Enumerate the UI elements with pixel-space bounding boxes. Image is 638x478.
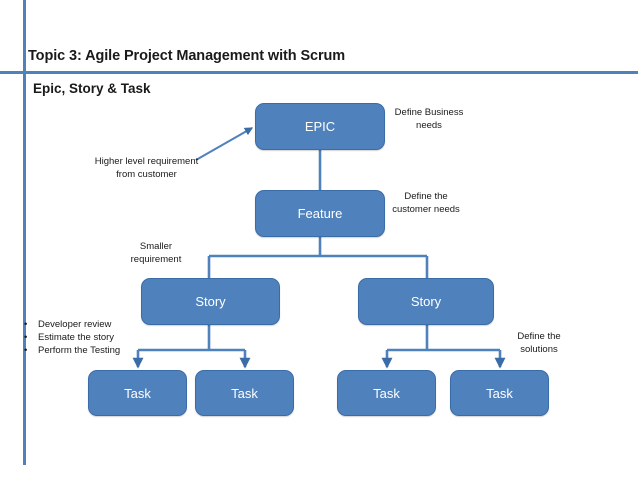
list-item: Developer review — [22, 318, 120, 331]
connector-callout-to-epic — [195, 127, 254, 161]
node-story-left-label: Story — [195, 294, 226, 309]
node-task-3[interactable]: Task — [337, 370, 436, 416]
node-task-1[interactable]: Task — [88, 370, 187, 416]
node-task-4[interactable]: Task — [450, 370, 549, 416]
node-epic-label: EPIC — [304, 119, 336, 134]
node-epic[interactable]: EPIC — [255, 103, 385, 150]
node-task-1-label: Task — [124, 385, 151, 401]
story-activity-bullet-list: Developer review Estimate the story Perf… — [22, 318, 120, 358]
node-story-right[interactable]: Story — [358, 278, 494, 325]
annotation-smaller-requirement: Smaller requirement — [130, 241, 182, 265]
section-heading: Epic, Story & Task — [33, 81, 151, 96]
left-accent-rule — [23, 0, 26, 465]
node-story-right-label: Story — [410, 294, 442, 309]
annotation-define-customer-needs: Define the customer needs — [392, 191, 460, 215]
annotation-define-business-needs: Define Business needs — [394, 107, 464, 131]
node-task-3-label: Task — [373, 385, 400, 401]
list-item: Perform the Testing — [22, 344, 120, 357]
node-task-2-label: Task — [231, 385, 258, 401]
list-item: Estimate the story — [22, 331, 120, 344]
node-task-4-label: Task — [486, 385, 513, 401]
page-title: Topic 3: Agile Project Management with S… — [28, 48, 346, 64]
node-feature-label: Feature — [297, 206, 343, 221]
node-story-left[interactable]: Story — [141, 278, 280, 325]
header-divider-rule — [0, 71, 638, 74]
annotation-define-solutions: Define the solutions — [517, 331, 561, 355]
annotation-higher-level-requirement: Higher level requirement from customer — [94, 156, 199, 180]
node-feature[interactable]: Feature — [255, 190, 385, 237]
node-task-2[interactable]: Task — [195, 370, 294, 416]
